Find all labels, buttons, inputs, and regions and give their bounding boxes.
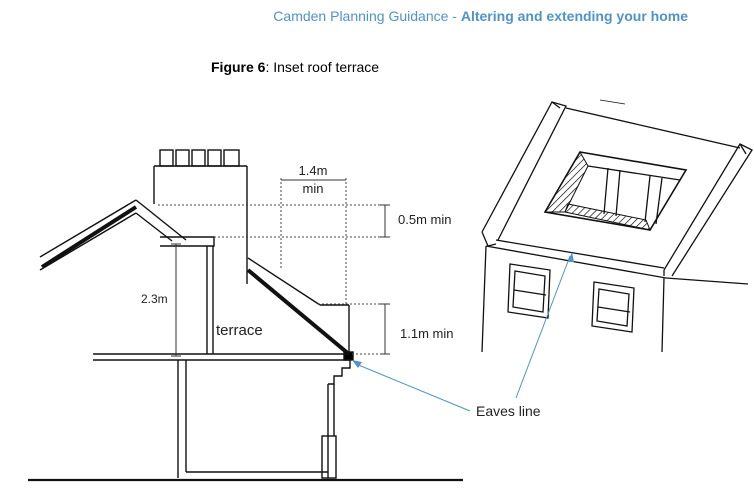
right-roof-slope: [246, 268, 352, 357]
perspective-drawing: [481, 99, 753, 353]
window-left-icon: [507, 263, 551, 319]
header-prefix: Camden Planning Guidance -: [273, 8, 461, 24]
left-roof-ridge: [135, 199, 187, 241]
width-label-bottom: min: [303, 181, 324, 196]
chimney-pots-icon: [159, 149, 240, 167]
eaves-leader-lines: [352, 252, 574, 412]
dimension-lines: [171, 179, 390, 357]
document-header: Camden Planning Guidance - Altering and …: [273, 8, 688, 24]
figure-caption: Inset roof terrace: [273, 59, 380, 75]
figure-separator: :: [265, 59, 274, 75]
window-right-icon: [591, 281, 635, 333]
width-label-top: 1.4m: [299, 163, 328, 178]
left-roof-inner: [39, 212, 137, 271]
eaves-detail: [328, 359, 351, 385]
eaves-label: Eaves line: [476, 403, 541, 419]
height-label-lower: 1.1m min: [400, 326, 453, 341]
dimension-guides: [158, 178, 388, 355]
height-label-side: 2.3m: [141, 292, 168, 306]
terrace-label: terrace: [216, 322, 263, 339]
parapet-cap: [160, 236, 215, 247]
left-roof-outer: [39, 199, 137, 258]
figure-title: Figure 6: Inset roof terrace: [211, 59, 379, 75]
left-roof-thick: [40, 205, 138, 269]
section-drawing: [28, 149, 463, 482]
header-title: Altering and extending your home: [460, 8, 688, 24]
height-label-upper: 0.5m min: [398, 212, 451, 227]
figure-number: Figure 6: [211, 59, 266, 75]
